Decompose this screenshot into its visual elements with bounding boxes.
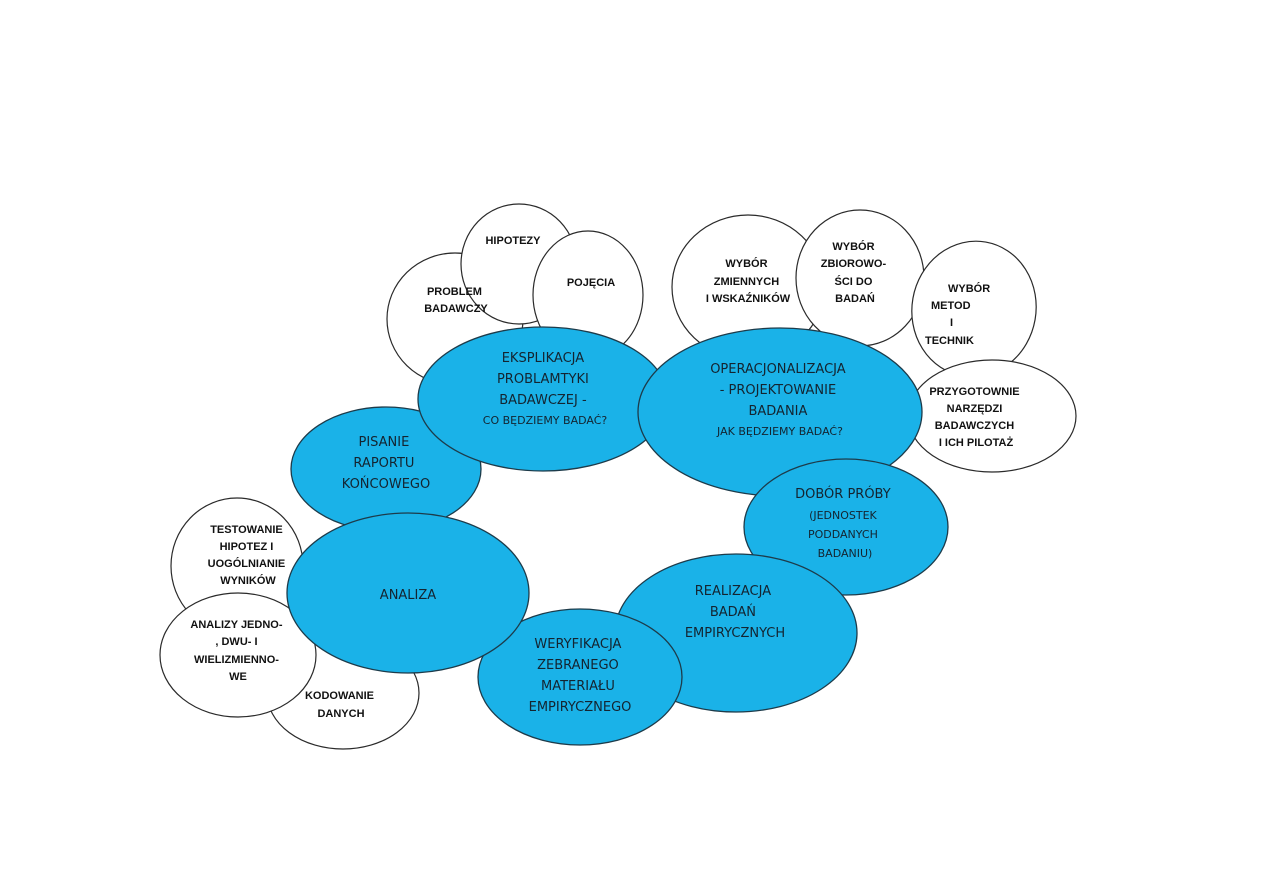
detail-label-zbiorowosc: WYBÓR ZBIOROWO- ŚCI DO BADAŃ bbox=[821, 240, 889, 305]
stage-ellipse-analiza bbox=[286, 512, 530, 674]
stage-label-realizacja: REALIZACJA BADAŃ EMPIRYCZNYCH bbox=[685, 584, 785, 641]
stage-ellipses bbox=[286, 326, 949, 746]
stage-ellipse-weryfikacja bbox=[477, 608, 683, 746]
stage-label-weryfikacja: WERYFIKACJA ZEBRANEGO MATERIAŁU EMPIRYCZ… bbox=[529, 637, 632, 715]
detail-label-problem: PROBLEM BADAWCZY bbox=[424, 286, 488, 315]
stage-labels: EKSPLIKACJA PROBLAMTYKI BADAWCZEJ - CO B… bbox=[342, 351, 895, 715]
detail-label-zmienne: WYBÓR ZMIENNYCH I WSKAŹNIKÓW bbox=[706, 257, 791, 305]
detail-ellipses bbox=[159, 203, 1077, 750]
stage-label-analiza: ANALIZA bbox=[380, 588, 436, 603]
detail-label-narzedzia: PRZYGOTOWNIE NARZĘDZI BADAWCZYCH I ICH P… bbox=[929, 386, 1022, 449]
detail-label-kodowanie: KODOWANIE DANYCH bbox=[305, 690, 377, 720]
detail-labels: PROBLEM BADAWCZY HIPOTEZY POJĘCIA WYBÓR … bbox=[190, 235, 1022, 720]
detail-ellipse-analizy bbox=[159, 592, 317, 718]
detail-label-metody: WYBÓR METOD I TECHNIK bbox=[925, 282, 993, 347]
stage-ellipse-dobor bbox=[743, 458, 949, 596]
stage-label-dobor: DOBÓR PRÓBY (JEDNOSTEK PODDANYCH BADANIU… bbox=[795, 486, 895, 560]
detail-label-pojecia: POJĘCIA bbox=[567, 277, 615, 289]
stage-label-operacjonalizacja: OPERACJONALIZACJA - PROJEKTOWANIE BADANI… bbox=[710, 362, 850, 438]
stage-label-pisanie: PISANIE RAPORTU KOŃCOWEGO bbox=[342, 435, 430, 492]
detail-label-analizy: ANALIZY JEDNO- , DWU- I WIELIZMIENNO- WE bbox=[190, 619, 285, 683]
stage-label-eksplikacja: EKSPLIKACJA PROBLAMTYKI BADAWCZEJ - CO B… bbox=[483, 351, 608, 427]
detail-label-hipotezy: HIPOTEZY bbox=[485, 235, 541, 247]
detail-label-testowanie: TESTOWANIE HIPOTEZ I UOGÓLNIANIE WYNIKÓW bbox=[208, 524, 289, 587]
detail-ellipse-narzedzia bbox=[907, 359, 1077, 473]
